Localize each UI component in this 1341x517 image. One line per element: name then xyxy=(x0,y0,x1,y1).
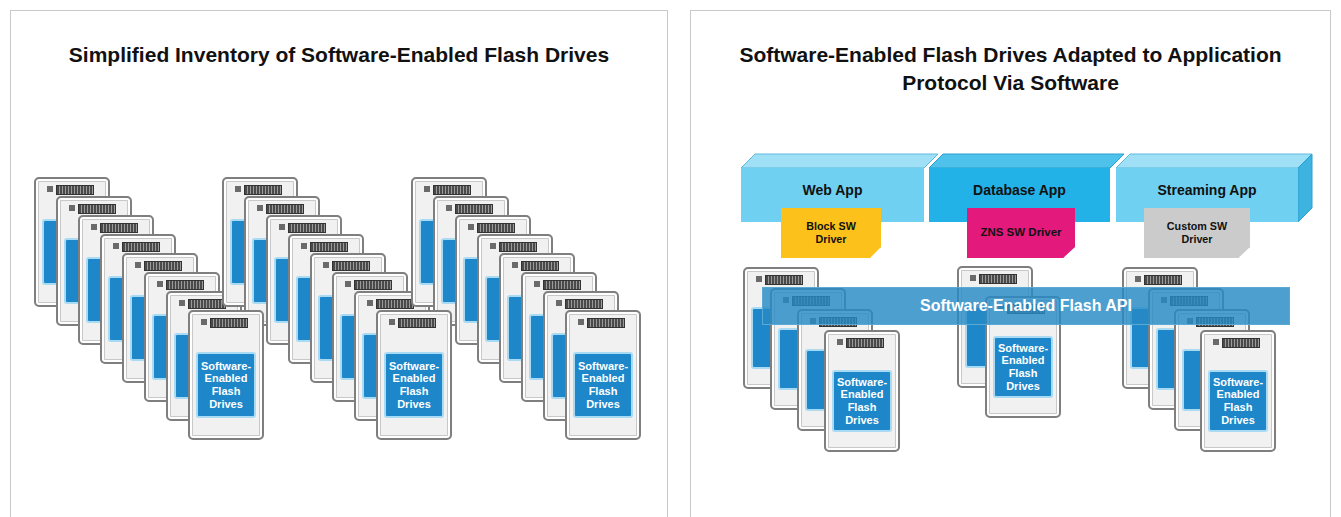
drive-label-area: Software-Enabled Flash Drives xyxy=(993,336,1053,398)
drive-connector xyxy=(100,223,138,233)
flash-drive: Software-Enabled Flash Drives xyxy=(824,330,900,452)
drive-connector xyxy=(521,261,559,271)
drive-connector-key xyxy=(837,339,843,345)
drive-label: Software-Enabled Flash Drives xyxy=(1210,376,1266,427)
app-label: Web App xyxy=(803,168,863,198)
app-label: Streaming App xyxy=(1157,168,1256,198)
box-side-face xyxy=(1298,154,1312,222)
panel-frame: Software-Enabled Flash Drives Adapted to… xyxy=(690,10,1331,517)
drive-connector-key xyxy=(468,224,474,230)
api-label: Software-Enabled Flash API xyxy=(920,297,1132,315)
drive-connector xyxy=(188,299,226,309)
drive-connector-key xyxy=(279,224,285,230)
drive-connector-key xyxy=(323,262,329,268)
drive-connector xyxy=(144,261,182,271)
flash-drive: Software-Enabled Flash Drives xyxy=(1200,330,1276,452)
api-band: Software-Enabled Flash API xyxy=(762,287,1290,325)
drive-connector-key xyxy=(91,224,97,230)
drive-connector xyxy=(376,299,414,309)
drive-connector xyxy=(846,338,884,348)
flash-drive: Software-Enabled Flash Drives xyxy=(188,310,264,440)
drive-connector xyxy=(765,275,803,285)
drive-connector xyxy=(354,280,392,290)
drive-connector xyxy=(455,204,493,214)
drive-connector-key xyxy=(257,205,263,211)
box-top-face xyxy=(929,154,1124,168)
drive-label-area: Software-Enabled Flash Drives xyxy=(573,352,633,418)
drive-connector xyxy=(979,274,1017,284)
flash-drive: Software-Enabled Flash Drives xyxy=(376,310,452,440)
drive-connector xyxy=(543,280,581,290)
drive-connector-key xyxy=(69,205,75,211)
panel-title: Software-Enabled Flash Drives Adapted to… xyxy=(691,41,1330,97)
drive-connector-key xyxy=(389,319,395,325)
drive-label-area: Software-Enabled Flash Drives xyxy=(1208,370,1268,432)
drive-connector-key xyxy=(756,276,762,282)
software-driver-tag: ZNS SW Driver xyxy=(967,208,1075,258)
drive-connector-key xyxy=(446,205,452,211)
drive-connector xyxy=(565,299,603,309)
software-driver-tag: Block SW Driver xyxy=(781,208,881,258)
drive-connector-key xyxy=(512,262,518,268)
box-top-face xyxy=(1116,154,1312,168)
drive-connector xyxy=(78,204,116,214)
drive-connector-key xyxy=(490,243,496,249)
drive-connector xyxy=(310,242,348,252)
flash-drive: Software-Enabled Flash Drives xyxy=(565,310,641,440)
drive-connector xyxy=(477,223,515,233)
drive-connector xyxy=(1222,338,1260,348)
box-top-face xyxy=(741,154,938,168)
drive-connector-key xyxy=(534,281,540,287)
drive-connector xyxy=(398,318,436,328)
drive-connector-key xyxy=(201,319,207,325)
drive-connector xyxy=(122,242,160,252)
drive-connector xyxy=(244,185,282,195)
drive-connector xyxy=(210,318,248,328)
drive-connector xyxy=(587,318,625,328)
drive-connector-key xyxy=(179,300,185,306)
drive-connector-key xyxy=(1135,276,1141,282)
drive-connector-key xyxy=(556,300,562,306)
drive-connector xyxy=(288,223,326,233)
drive-connector-key xyxy=(135,262,141,268)
drive-connector xyxy=(166,280,204,290)
panel-frame: Simplified Inventory of Software-Enabled… xyxy=(10,10,668,517)
drive-connector xyxy=(433,185,471,195)
drive-connector-key xyxy=(970,275,976,281)
drive-connector xyxy=(499,242,537,252)
drive-label-area: Software-Enabled Flash Drives xyxy=(832,370,892,432)
drive-connector-key xyxy=(113,243,119,249)
panel-title: Simplified Inventory of Software-Enabled… xyxy=(11,41,667,69)
drive-connector-key xyxy=(345,281,351,287)
drive-connector xyxy=(332,261,370,271)
drive-label: Software-Enabled Flash Drives xyxy=(575,360,631,411)
drive-connector-key xyxy=(157,281,163,287)
software-driver-tag: Custom SW Driver xyxy=(1144,208,1250,258)
drive-connector xyxy=(1144,275,1182,285)
driver-label: Custom SW Driver xyxy=(1144,220,1250,246)
drive-connector-key xyxy=(367,300,373,306)
drive-connector-key xyxy=(1213,339,1219,345)
driver-label: Block SW Driver xyxy=(781,220,881,246)
drive-label: Software-Enabled Flash Drives xyxy=(198,360,254,411)
drive-connector-key xyxy=(301,243,307,249)
drive-connector-key xyxy=(578,319,584,325)
drive-label: Software-Enabled Flash Drives xyxy=(834,376,890,427)
drive-connector xyxy=(56,185,94,195)
drive-label-area: Software-Enabled Flash Drives xyxy=(384,352,444,418)
drive-label: Software-Enabled Flash Drives xyxy=(995,342,1051,393)
drive-connector xyxy=(266,204,304,214)
drive-connector-key xyxy=(47,186,53,192)
app-label: Database App xyxy=(973,168,1066,198)
drive-connector-key xyxy=(424,186,430,192)
drive-connector-key xyxy=(235,186,241,192)
drive-label: Software-Enabled Flash Drives xyxy=(386,360,442,411)
drive-label-area: Software-Enabled Flash Drives xyxy=(196,352,256,418)
driver-label: ZNS SW Driver xyxy=(968,226,1073,240)
